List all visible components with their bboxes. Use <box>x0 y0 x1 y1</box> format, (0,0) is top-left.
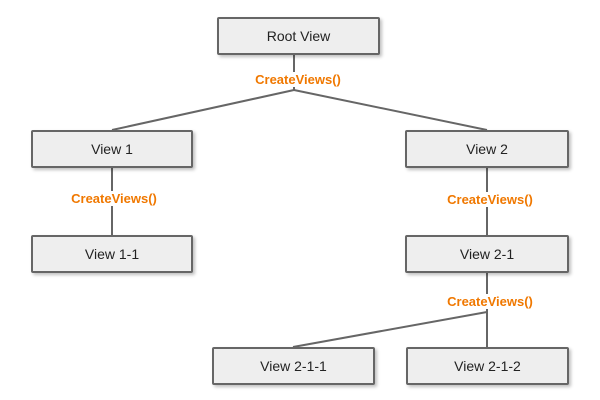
call-label-view-2-1: CreateViews() <box>445 294 535 309</box>
call-label-view-1: CreateViews() <box>69 191 159 206</box>
call-label-view-2: CreateViews() <box>445 192 535 207</box>
edge-view-2-1-to-view-2-1-1 <box>292 311 488 348</box>
node-view-1: View 1 <box>31 130 193 168</box>
edge-root-to-view-1 <box>111 89 295 131</box>
edge-root-to-view-2 <box>293 89 488 131</box>
call-label-root: CreateViews() <box>253 72 343 87</box>
node-view-1-1: View 1-1 <box>31 235 193 273</box>
node-root-view: Root View <box>217 17 380 55</box>
node-view-2-1-1: View 2-1-1 <box>212 347 375 385</box>
node-view-2-1: View 2-1 <box>405 235 569 273</box>
node-view-2: View 2 <box>405 130 569 168</box>
node-view-2-1-2: View 2-1-2 <box>406 347 569 385</box>
